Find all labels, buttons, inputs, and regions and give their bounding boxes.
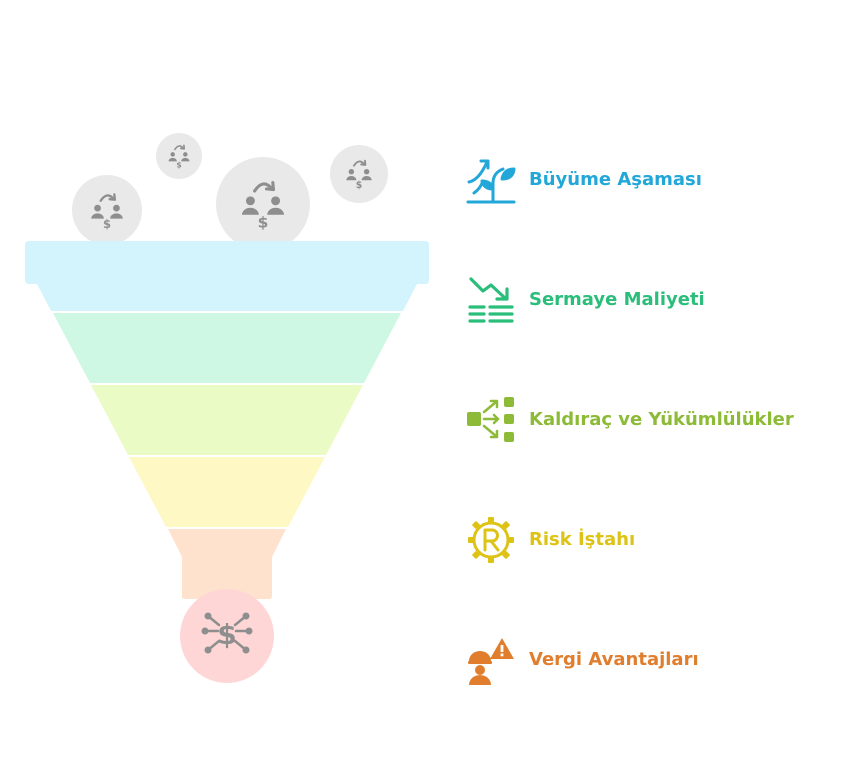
top-circle-1 <box>72 175 142 245</box>
svg-text:$: $ <box>217 618 236 651</box>
funnel-layer-3 <box>91 385 363 455</box>
worker-warning-icon <box>468 638 514 685</box>
decline-chart-coins-icon <box>468 277 514 323</box>
item-label-tax-advantages: Vergi Avantajları <box>529 649 699 670</box>
top-circle-2 <box>156 133 202 179</box>
item-label-cost-of-capital: Sermaye Maliyeti <box>529 289 705 310</box>
registered-gear-icon <box>468 517 514 563</box>
item-label-leverage-liabilities: Kaldıraç ve Yükümlülükler <box>529 409 794 430</box>
funnel-layer-5 <box>168 529 286 599</box>
funnel-layer-2 <box>53 313 401 383</box>
item-label-growth-stage: Büyüme Aşaması <box>529 169 702 190</box>
growth-sprout-icon <box>466 159 516 204</box>
money-network-icon: $ <box>201 612 253 654</box>
item-label-risk-appetite: Risk İştahı <box>529 529 636 550</box>
bottom-circle: $ <box>180 589 274 683</box>
funnel-layer-4 <box>129 457 325 527</box>
funnel-layers <box>25 241 429 599</box>
top-circle-4 <box>330 145 388 203</box>
process-flow-icon <box>467 397 514 442</box>
top-circle-3 <box>216 157 310 251</box>
funnel-layer-1 <box>25 241 429 311</box>
